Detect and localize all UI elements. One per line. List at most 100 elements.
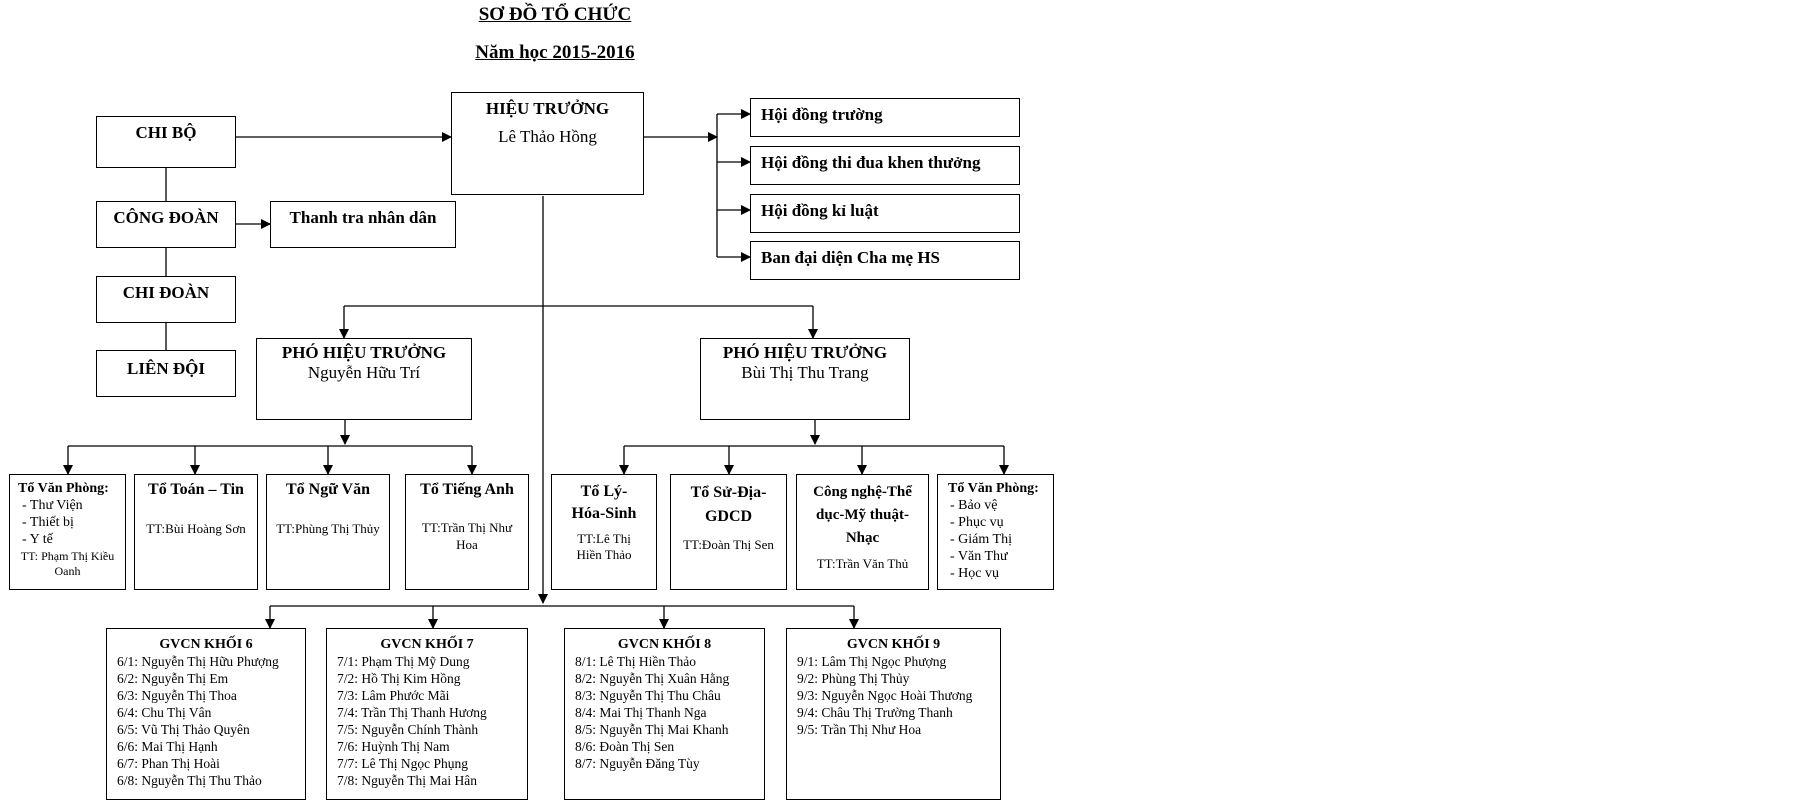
- principal-role: HIỆU TRƯỞNG: [485, 99, 610, 118]
- group-tech: Công nghệ-Thể dục-Mỹ thuật-Nhạc TT:Trần …: [796, 474, 929, 590]
- principal-name: Lê Thảo Hồng: [498, 127, 597, 146]
- list-item: - Phục vụ: [950, 515, 1004, 530]
- vice-principal-1-role: PHÓ HIỆU TRƯỞNG: [281, 343, 447, 362]
- vice-principal-1: PHÓ HIỆU TRƯỞNG Nguyễn Hữu Trí: [256, 338, 472, 420]
- group-english-title: Tổ Tiếng Anh: [420, 481, 514, 498]
- inspection-box: Thanh tra nhân dân: [270, 201, 456, 248]
- list-item: 6/1: Nguyễn Thị Hữu Phượng: [117, 654, 279, 669]
- homeroom-grade-6-title: GVCN KHỐI 6: [159, 637, 253, 652]
- vice-principal-2: PHÓ HIỆU TRƯỞNG Bùi Thị Thu Trang: [700, 338, 910, 420]
- homeroom-grade-6: GVCN KHỐI 6 6/1: Nguyễn Thị Hữu Phượng 6…: [106, 628, 306, 800]
- group-literature-leader: TT:Phùng Thị Thủy: [276, 521, 380, 536]
- list-item: 6/3: Nguyễn Thị Thoa: [117, 688, 237, 703]
- group-history: Tổ Sử-Địa-GDCD TT:Đoàn Thị Sen: [670, 474, 787, 590]
- list-item: 7/3: Lâm Phước Mãi: [337, 688, 450, 703]
- list-item: 7/8: Nguyễn Thị Mai Hân: [337, 773, 477, 788]
- homeroom-grade-7-list: 7/1: Phạm Thị Mỹ Dung 7/2: Hồ Thị Kim Hồ…: [327, 653, 527, 789]
- list-item: 7/5: Nguyễn Chính Thành: [337, 722, 479, 737]
- homeroom-grade-9-title: GVCN KHỐI 9: [846, 637, 941, 652]
- group-science-leader: TT:Lê Thị Hiền Thảo: [576, 531, 632, 562]
- council-parents-label: Ban đại diện Cha mẹ HS: [761, 248, 941, 267]
- list-item: 8/1: Lê Thị Hiền Thảo: [575, 654, 696, 669]
- council-school: Hội đồng trường: [750, 98, 1020, 137]
- list-item: - Y tế: [22, 532, 53, 547]
- unit-chi-bo-label: CHI BỘ: [135, 123, 197, 142]
- list-item: - Học vụ: [950, 566, 999, 581]
- homeroom-grade-9: GVCN KHỐI 9 9/1: Lâm Thị Ngọc Phượng 9/2…: [786, 628, 1001, 800]
- list-item: - Bảo vệ: [950, 498, 998, 513]
- homeroom-grade-7-title: GVCN KHỐI 7: [380, 637, 474, 652]
- council-discipline: Hội đồng kỉ luật: [750, 194, 1020, 233]
- list-item: 9/2: Phùng Thị Thủy: [797, 671, 910, 686]
- list-item: 7/1: Phạm Thị Mỹ Dung: [337, 654, 470, 669]
- homeroom-grade-7: GVCN KHỐI 7 7/1: Phạm Thị Mỹ Dung 7/2: H…: [326, 628, 528, 800]
- list-item: 9/1: Lâm Thị Ngọc Phượng: [797, 654, 947, 669]
- group-science-title: Tổ Lý-Hóa-Sinh: [571, 483, 637, 522]
- group-history-title: Tổ Sử-Địa-GDCD: [690, 484, 767, 525]
- list-item: - Văn Thư: [950, 549, 1008, 564]
- homeroom-grade-8-list: 8/1: Lê Thị Hiền Thảo 8/2: Nguyễn Thị Xu…: [565, 653, 764, 772]
- vice-principal-2-role: PHÓ HIỆU TRƯỞNG: [722, 343, 888, 362]
- group-tech-title: Công nghệ-Thể dục-Mỹ thuật-Nhạc: [813, 484, 912, 546]
- group-literature-title: Tổ Ngữ Văn: [286, 481, 370, 498]
- council-emulation-label: Hội đồng thi đua khen thưởng: [761, 153, 981, 172]
- list-item: 6/7: Phan Thị Hoài: [117, 756, 220, 771]
- list-item: 6/6: Mai Thị Hạnh: [117, 739, 218, 754]
- group-office-2-title: Tổ Văn Phòng:: [948, 481, 1039, 496]
- group-english: Tổ Tiếng Anh TT:Trần Thị Như Hoa: [405, 474, 529, 590]
- group-office-1-title: Tổ Văn Phòng:: [18, 481, 109, 496]
- list-item: 6/2: Nguyễn Thị Em: [117, 671, 229, 686]
- group-history-leader: TT:Đoàn Thị Sen: [683, 537, 774, 552]
- group-office-1: Tổ Văn Phòng: - Thư Viện - Thiết bị - Y …: [9, 474, 126, 590]
- homeroom-grade-9-list: 9/1: Lâm Thị Ngọc Phượng 9/2: Phùng Thị …: [787, 653, 1000, 738]
- group-office-1-list: - Thư Viện - Thiết bị - Y tế: [10, 497, 125, 549]
- homeroom-grade-8-title: GVCN KHỐI 8: [617, 637, 712, 652]
- list-item: - Thư Viện: [22, 498, 83, 513]
- list-item: 7/6: Huỳnh Thị Nam: [337, 739, 450, 754]
- group-literature: Tổ Ngữ Văn TT:Phùng Thị Thủy: [266, 474, 390, 590]
- unit-cong-doan-label: CÔNG ĐOÀN: [113, 208, 219, 227]
- homeroom-grade-6-list: 6/1: Nguyễn Thị Hữu Phượng 6/2: Nguyễn T…: [107, 653, 305, 789]
- chart-subtitle: Năm học 2015-2016: [475, 42, 635, 63]
- list-item: 8/4: Mai Thị Thanh Nga: [575, 705, 707, 720]
- list-item: 8/5: Nguyễn Thị Mai Khanh: [575, 722, 729, 737]
- list-item: 7/2: Hồ Thị Kim Hồng: [337, 671, 461, 686]
- unit-chi-doan: CHI ĐOÀN: [96, 276, 236, 323]
- list-item: 9/3: Nguyễn Ngọc Hoài Thương: [797, 688, 973, 703]
- unit-lien-doi: LIÊN ĐỘI: [96, 350, 236, 397]
- group-office-2: Tổ Văn Phòng: - Bảo vệ - Phục vụ - Giám …: [937, 474, 1054, 590]
- group-math-leader: TT:Bùi Hoàng Sơn: [146, 521, 246, 536]
- inspection-label: Thanh tra nhân dân: [289, 208, 437, 227]
- unit-chi-bo: CHI BỘ: [96, 116, 236, 168]
- council-parents: Ban đại diện Cha mẹ HS: [750, 241, 1020, 280]
- group-math: Tổ Toán – Tin TT:Bùi Hoàng Sơn: [134, 474, 258, 590]
- group-science: Tổ Lý-Hóa-Sinh TT:Lê Thị Hiền Thảo: [551, 474, 657, 590]
- group-english-leader: TT:Trần Thị Như Hoa: [421, 520, 513, 552]
- list-item: 6/8: Nguyễn Thị Thu Thảo: [117, 773, 262, 788]
- list-item: 8/2: Nguyễn Thị Xuân Hằng: [575, 671, 730, 686]
- council-discipline-label: Hội đồng kỉ luật: [761, 201, 879, 220]
- group-office-2-list: - Bảo vệ - Phục vụ - Giám Thị - Văn Thư …: [938, 497, 1053, 582]
- list-item: 7/4: Trần Thị Thanh Hương: [337, 705, 487, 720]
- list-item: 8/3: Nguyễn Thị Thu Châu: [575, 688, 721, 703]
- chart-title: SƠ ĐỒ TỔ CHỨC: [478, 4, 632, 25]
- council-school-label: Hội đồng trường: [761, 105, 883, 124]
- list-item: 8/7: Nguyễn Đăng Tùy: [575, 756, 700, 771]
- list-item: - Thiết bị: [22, 515, 74, 530]
- unit-cong-doan: CÔNG ĐOÀN: [96, 201, 236, 248]
- council-emulation: Hội đồng thi đua khen thưởng: [750, 146, 1020, 185]
- group-math-title: Tổ Toán – Tin: [148, 481, 244, 498]
- group-office-1-leader: TT: Phạm Thị Kiều Oanh: [20, 549, 115, 578]
- list-item: 9/5: Trần Thị Như Hoa: [797, 722, 922, 737]
- unit-chi-doan-label: CHI ĐOÀN: [122, 283, 210, 302]
- principal-box: HIỆU TRƯỞNG Lê Thảo Hồng: [451, 92, 644, 195]
- vice-principal-2-name: Bùi Thị Thu Trang: [741, 363, 869, 382]
- list-item: 6/4: Chu Thị Vân: [117, 705, 212, 720]
- vice-principal-1-name: Nguyễn Hữu Trí: [307, 363, 421, 382]
- group-tech-leader: TT:Trần Văn Thủ: [816, 556, 909, 571]
- list-item: 6/5: Vũ Thị Thảo Quyên: [117, 722, 250, 737]
- list-item: 7/7: Lê Thị Ngọc Phụng: [337, 756, 468, 771]
- list-item: 9/4: Châu Thị Trường Thanh: [797, 705, 953, 720]
- homeroom-grade-8: GVCN KHỐI 8 8/1: Lê Thị Hiền Thảo 8/2: N…: [564, 628, 765, 800]
